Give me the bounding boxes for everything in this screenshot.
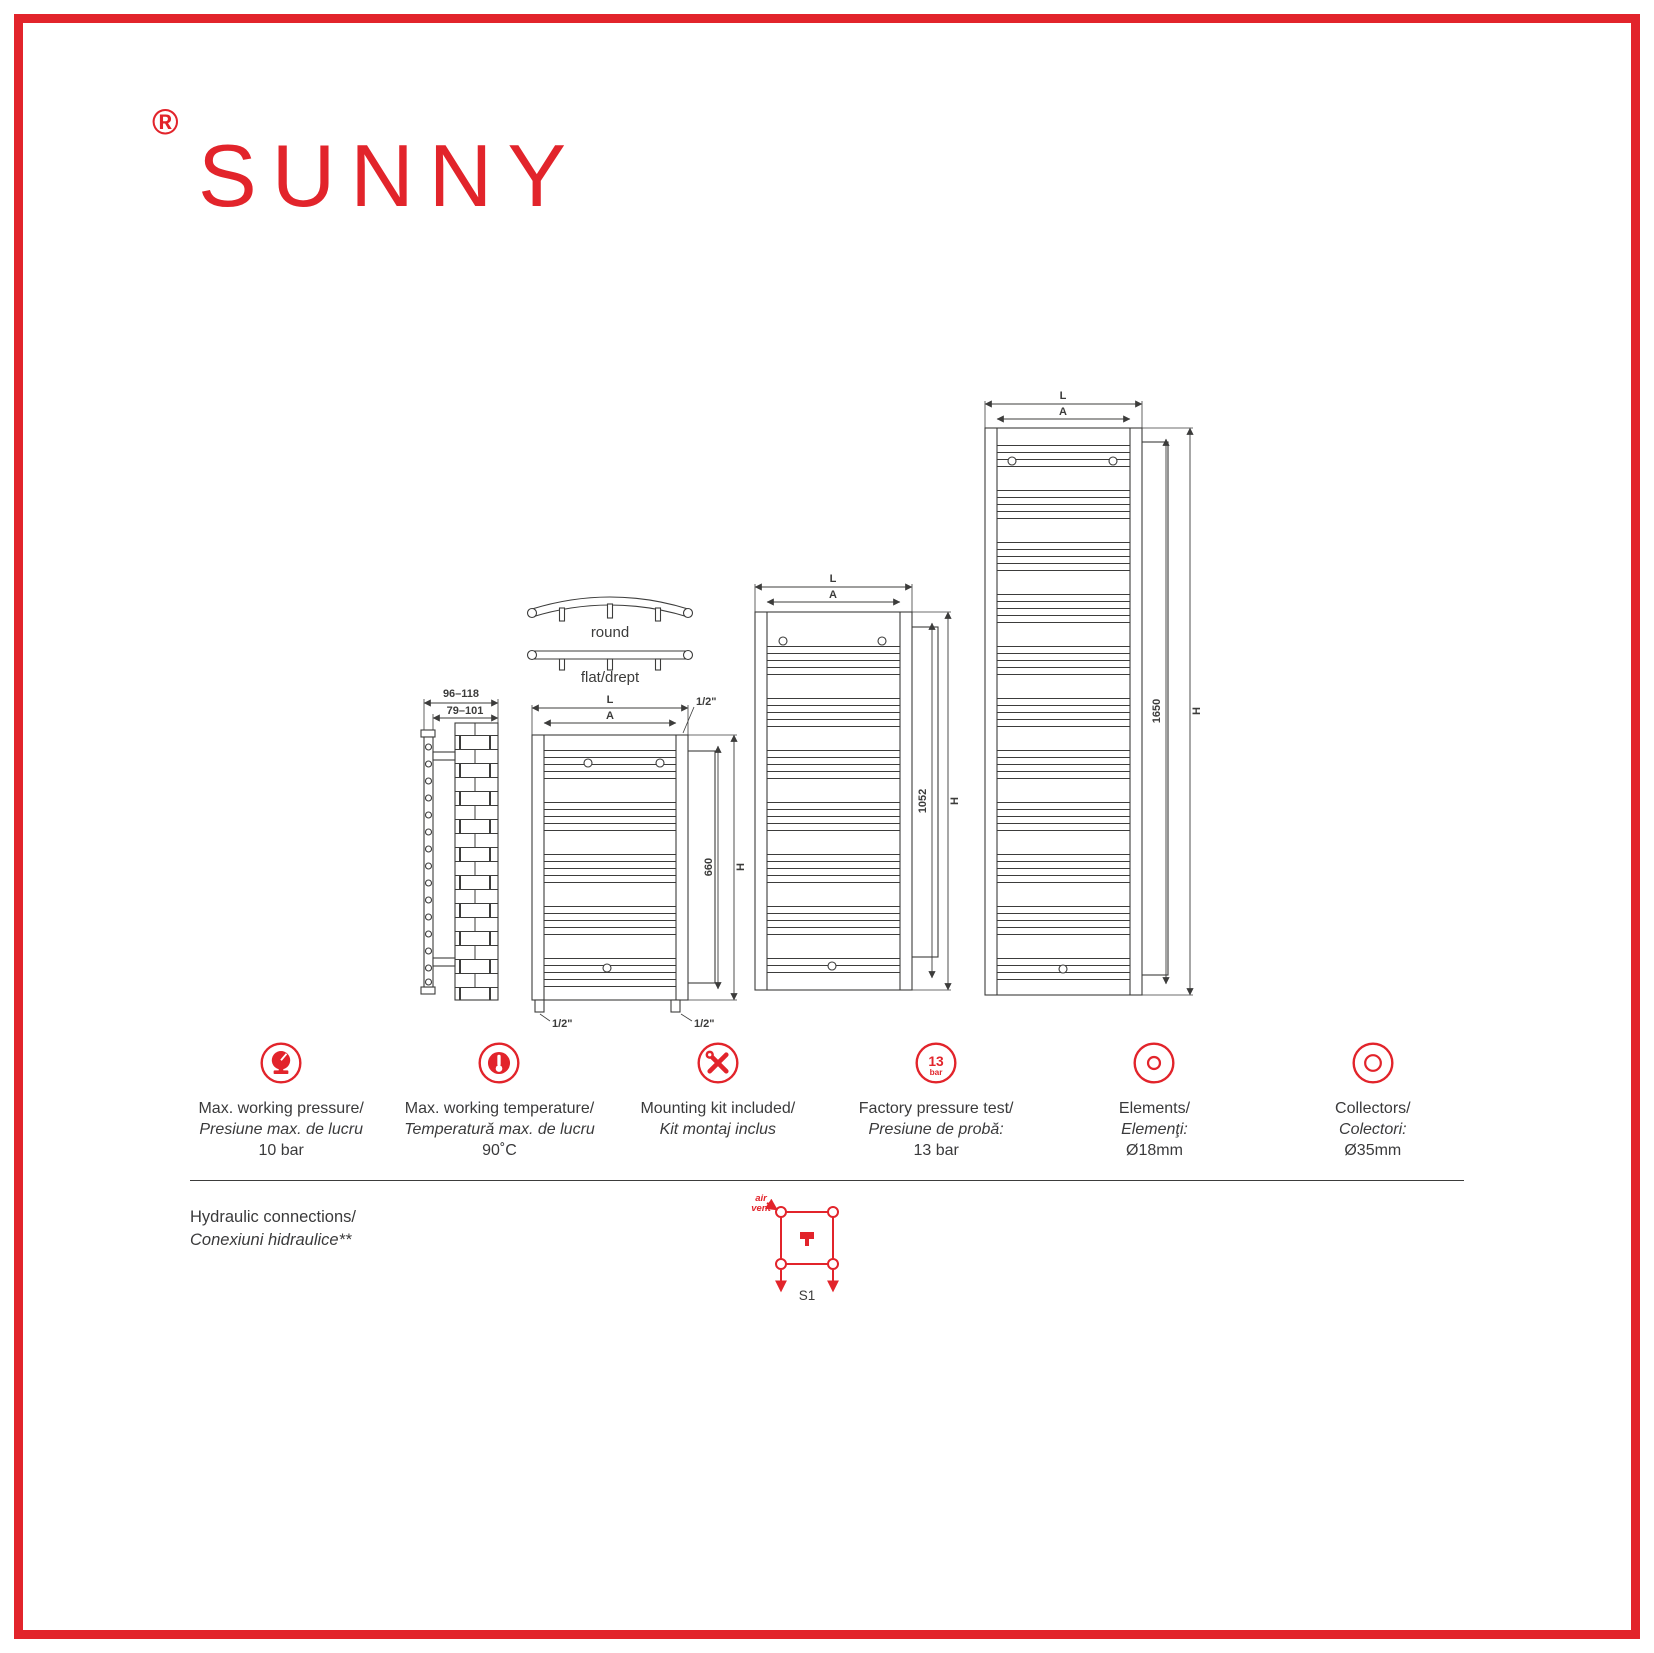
element-diameter-icon <box>1045 1040 1263 1092</box>
wall-distance-outer-label: 96–118 <box>443 688 479 700</box>
hydraulic-scheme-s1: air vent S1 <box>751 1193 839 1303</box>
dim-A-medium: A <box>829 589 837 601</box>
icon-pressure-value: 13 <box>928 1054 944 1069</box>
wall-section <box>454 722 499 1001</box>
spec-collectors: Collectors/ Colectori: Ø35mm <box>1264 1040 1482 1161</box>
registered-mark: ® <box>152 101 179 142</box>
radiator-medium-drawing: L A H 1052 <box>754 573 961 991</box>
icon-pressure-unit: bar <box>930 1068 944 1077</box>
spec-max-working-temperature: Max. working temperature/ Temperatură ma… <box>390 1040 608 1161</box>
spec-subtitle: Presiune max. de lucru <box>199 1121 363 1138</box>
profile-flat: flat/drept <box>526 649 694 686</box>
thermometer-icon <box>390 1040 608 1092</box>
radiator-outline <box>780 1211 834 1265</box>
brand-name: SUNNY <box>198 126 582 225</box>
air-vent-label-line2: vent <box>751 1203 771 1214</box>
scheme-name: S1 <box>799 1288 816 1303</box>
hydraulic-subtitle: Conexiuni hidraulice** <box>190 1231 352 1249</box>
wall-bracket-top <box>432 751 456 761</box>
wall-distance-inner-label: 79–101 <box>447 705 484 717</box>
spec-subtitle: Elemenţi: <box>1121 1121 1188 1138</box>
technical-drawings: 96–118 79–101 round <box>420 390 1203 1030</box>
spec-subtitle: Temperatură max. de lucru <box>404 1121 595 1138</box>
spec-title: Mounting kit included/ <box>640 1100 796 1117</box>
spec-mounting-kit: Mounting kit included/ Kit montaj inclus <box>609 1040 827 1161</box>
spec-subtitle: Presiune de probă: <box>868 1121 1004 1138</box>
brand-logo: ® SUNNY <box>150 104 581 220</box>
spec-title: Max. working temperature/ <box>404 1100 595 1117</box>
profile-round: round <box>526 596 694 641</box>
pressure-gauge-icon <box>172 1040 390 1092</box>
dim-height-large: 1650 <box>1151 699 1163 723</box>
spec-subtitle: Colectori: <box>1339 1121 1407 1138</box>
spec-value: 90˚C <box>482 1142 517 1159</box>
spec-subtitle: Kit montaj inclus <box>659 1121 777 1138</box>
spec-title: Factory pressure test/ <box>858 1100 1014 1117</box>
profile-flat-label: flat/drept <box>581 669 640 686</box>
spec-value: Ø18mm <box>1126 1142 1183 1159</box>
dim-H-medium: H <box>949 797 961 805</box>
spec-value: 10 bar <box>258 1142 304 1159</box>
collector-diameter-icon <box>1264 1040 1482 1092</box>
connection-bottom-left-label: 1/2" <box>552 1018 573 1030</box>
spec-row: Max. working pressure/ Presiune max. de … <box>172 1040 1482 1161</box>
spec-title: Collectors/ <box>1335 1100 1411 1117</box>
radiator-large-drawing: L A H 1650 <box>984 390 1203 996</box>
dim-L-medium: L <box>830 573 837 585</box>
spec-value: Ø35mm <box>1344 1142 1402 1159</box>
dim-L-large: L <box>1060 390 1067 402</box>
mounting-tools-icon <box>609 1040 827 1092</box>
section-divider <box>190 1180 1464 1181</box>
hydraulic-title: Hydraulic connections/ <box>190 1208 356 1226</box>
wall-mount-side-view: 96–118 79–101 <box>420 688 499 1001</box>
radiator-side-profile <box>423 736 434 988</box>
hydraulic-connections-label: Hydraulic connections/ Conexiuni hidraul… <box>190 1206 356 1252</box>
spec-title: Elements/ <box>1118 1100 1191 1117</box>
connection-bottom-right-label: 1/2" <box>694 1018 715 1030</box>
spec-title: Max. working pressure/ <box>198 1100 364 1117</box>
dim-L-small: L <box>607 694 614 706</box>
air-vent-label-line1: air <box>755 1193 768 1204</box>
spec-factory-pressure-test: 13 bar Factory pressure test/ Presiune d… <box>827 1040 1045 1161</box>
spec-max-working-pressure: Max. working pressure/ Presiune max. de … <box>172 1040 390 1161</box>
dim-A-large: A <box>1059 406 1067 418</box>
profile-round-label: round <box>591 624 629 641</box>
dim-H-small: H <box>735 863 747 871</box>
connection-top-right-label: 1/2" <box>696 696 717 708</box>
spec-elements: Elements/ Elemenţi: Ø18mm <box>1045 1040 1263 1161</box>
spec-value: 13 bar <box>913 1142 959 1159</box>
radiator-small-drawing: L A H 660 1/2" 1/2" 1/2" <box>531 694 747 1030</box>
wall-bracket-bottom <box>432 957 456 967</box>
dim-H-large: H <box>1191 707 1203 715</box>
dim-height-medium: 1052 <box>917 789 929 813</box>
tube-ends <box>424 743 433 986</box>
dim-height-small: 660 <box>703 858 715 876</box>
pressure-test-icon: 13 bar <box>827 1040 1045 1092</box>
dim-A-small: A <box>606 710 614 722</box>
